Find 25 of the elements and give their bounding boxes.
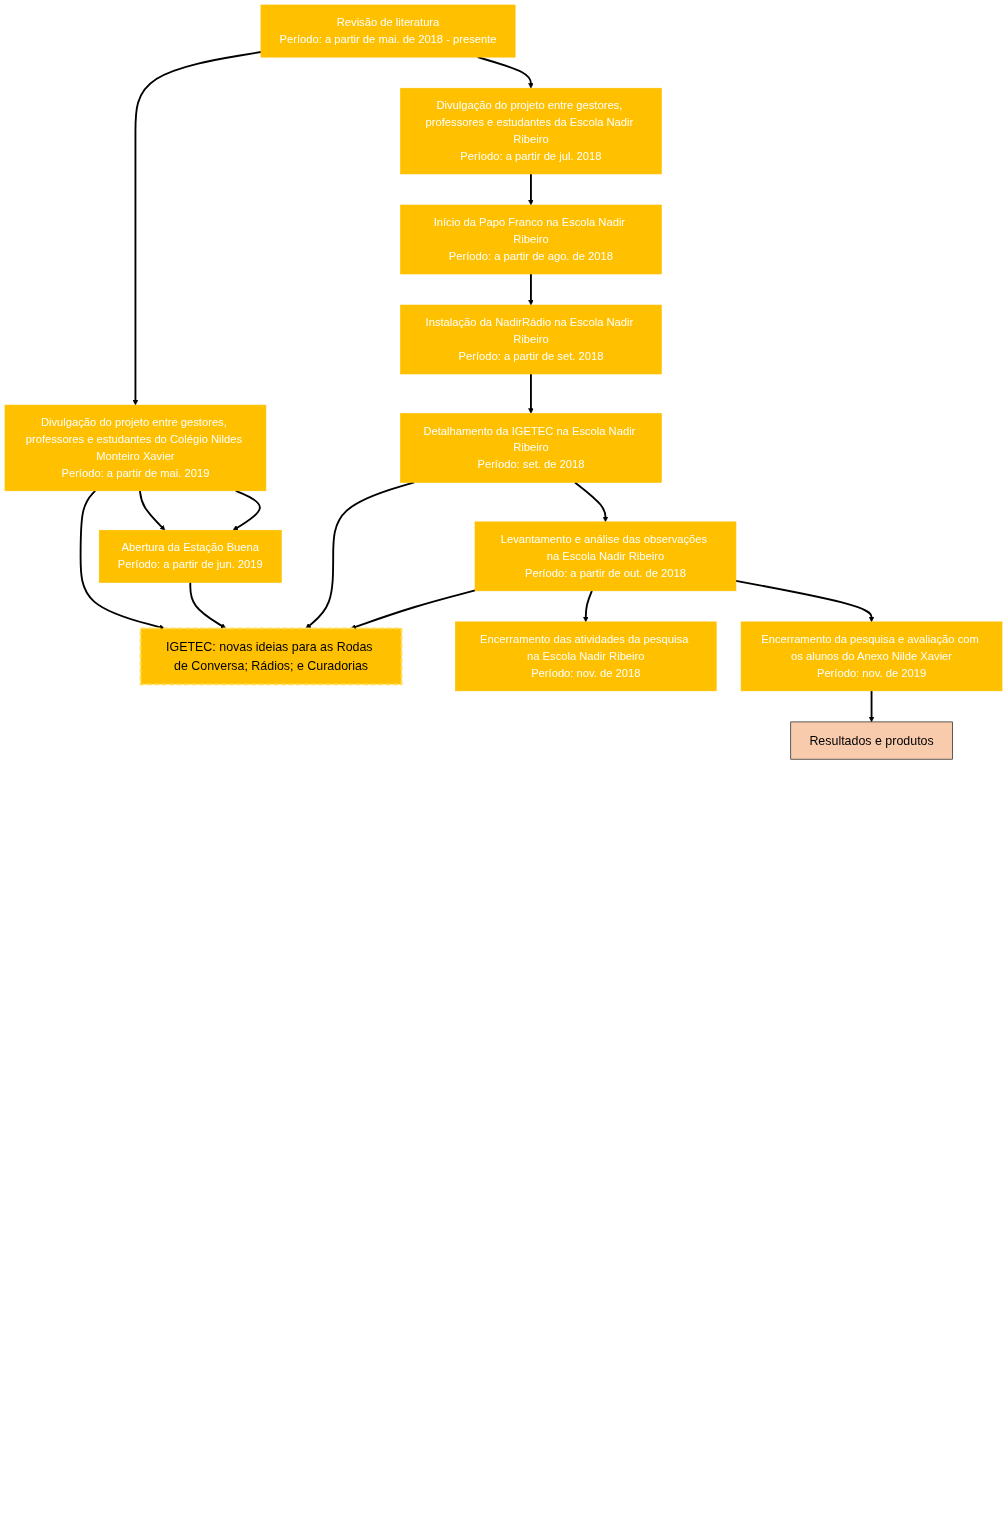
arrow xyxy=(528,273,534,306)
node-box: Divulgação do projeto entre gestores, professores e estudantes da Escola Nadir Ribeiro Período: a partir de jul. 2018 xyxy=(400,87,662,175)
arrow xyxy=(528,173,534,206)
arrow xyxy=(868,689,875,723)
node-box: Detalhamento da IGETEC na Escola Nadir Ribeiro Período: set. de 2018 xyxy=(400,413,662,483)
node-box: Encerramento das atividades da pesquisa na Escola Nadir Ribeiro Período: nov. de 2018 xyxy=(455,621,717,692)
node-box: Resultados e produtos xyxy=(790,721,953,760)
node-box: Divulgação do projeto entre gestores, professores e estudantes do Colégio Nildes Monteiro Xavier Período: a partir de mai. 2019 xyxy=(4,404,267,492)
node-box: Levantamento e análise das observações na Escola Nadir Ribeiro Período: a partir de out. de 2018 xyxy=(474,521,737,592)
arrow xyxy=(583,589,593,623)
arrow xyxy=(528,373,534,414)
arrow xyxy=(232,489,261,531)
arrow xyxy=(189,581,227,629)
arrow xyxy=(574,481,609,523)
node-box: Revisão de literatura Período: a partir de mai. de 2018 - presente xyxy=(260,4,516,58)
node-box: Instalação da NadirRádio na Escola Nadir Ribeiro Período: a partir de set. 2018 xyxy=(400,304,662,375)
arrow xyxy=(735,579,875,623)
node-box: IGETEC: novas ideias para as Rodas de Conversa; Rádios; e Curadorias xyxy=(139,627,403,686)
arrow xyxy=(132,51,262,406)
node-box: Início da Papo Franco na Escola Nadir Ribeiro Período: a partir de ago. de 2018 xyxy=(400,204,662,275)
node-box: Abertura da Estação Buena Período: a partir de jun. 2019 xyxy=(98,529,282,583)
arrow xyxy=(79,489,165,630)
node-box: Encerramento da pesquisa e avaliação com os alunos do Anexo Nilde Xavier Período: nov. de 2019 xyxy=(740,621,1003,692)
arrow xyxy=(139,489,166,531)
arrow xyxy=(350,589,476,630)
